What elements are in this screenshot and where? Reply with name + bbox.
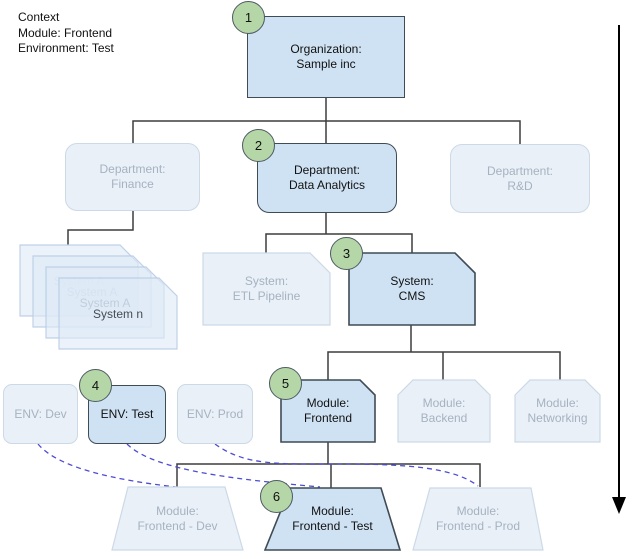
- node-module-networking-label: Module: Networking: [527, 396, 588, 425]
- tree-connector-frontend-instances: [176, 442, 481, 488]
- node-env-dev-label: ENV: Dev: [14, 406, 67, 421]
- node-module-networking[interactable]: Module: Networking: [514, 379, 601, 443]
- node-module-frontend-label: Module: Frontend: [303, 396, 353, 425]
- node-dept-rnd-label: Department: R&D: [486, 163, 554, 193]
- node-organization-label: Organization: Sample inc: [290, 42, 362, 71]
- step-badge-1: 1: [232, 1, 265, 34]
- context-module: Module: Frontend: [18, 25, 113, 40]
- context-annotation: Context Module: Frontend Environment: Te…: [18, 10, 114, 57]
- tree-connector-analytics-systems: [265, 213, 413, 253]
- node-system-etl[interactable]: System: ETL Pipeline: [202, 252, 331, 326]
- context-title: Context: [18, 10, 60, 24]
- context-environment: Environment: Test: [18, 41, 114, 55]
- node-system-cms-label: System: CMS: [390, 274, 434, 303]
- env-link-test: [126, 443, 321, 488]
- node-dept-finance-label: Department: Finance: [99, 162, 166, 191]
- node-env-prod[interactable]: ENV: Prod: [177, 384, 253, 444]
- step-badge-4: 4: [79, 369, 112, 402]
- step-badge-2: 2: [242, 129, 275, 162]
- env-link-dev: [37, 443, 177, 488]
- node-system-cms[interactable]: System: CMS: [348, 252, 476, 326]
- step-badge-3: 3: [330, 237, 363, 270]
- node-system-etl-label: System: ETL Pipeline: [232, 274, 301, 303]
- node-organization[interactable]: Organization: Sample inc: [247, 16, 405, 98]
- node-dept-data-analytics-label: Department: Data Analytics: [288, 163, 366, 192]
- node-module-frontend-prod-label: Module: Frontend - Prod: [435, 504, 521, 533]
- env-link-prod: [214, 443, 479, 487]
- node-module-frontend-test[interactable]: Module: Frontend - Test: [263, 487, 402, 551]
- node-env-prod-label: ENV: Prod: [186, 406, 244, 421]
- node-dept-data-analytics[interactable]: Department: Data Analytics: [257, 143, 397, 213]
- tree-connector-org-departments: [132, 98, 521, 144]
- node-env-test-label: ENV: Test: [100, 407, 154, 421]
- node-system-stack-label-4: System n: [92, 306, 143, 321]
- node-module-frontend-test-label: Module: Frontend - Test: [292, 504, 373, 533]
- node-module-backend-label: Module: Backend: [420, 396, 468, 425]
- down-arrow-icon: [612, 25, 626, 514]
- node-module-backend[interactable]: Module: Backend: [397, 379, 491, 443]
- node-module-frontend-prod[interactable]: Module: Frontend - Prod: [412, 487, 544, 551]
- node-module-frontend-dev-label: Module: Frontend - Dev: [137, 503, 218, 533]
- tree-connector-finance-systems: [67, 211, 134, 245]
- node-env-dev[interactable]: ENV: Dev: [3, 384, 78, 444]
- step-badge-5: 5: [269, 367, 302, 400]
- tree-connector-cms-modules: [327, 325, 561, 380]
- node-module-frontend[interactable]: Module: Frontend: [280, 379, 376, 443]
- node-system-stack-card-4[interactable]: System n: [58, 277, 178, 350]
- node-module-frontend-dev[interactable]: Module: Frontend - Dev: [111, 486, 244, 551]
- step-badge-6: 6: [260, 480, 293, 513]
- node-dept-finance[interactable]: Department: Finance: [65, 143, 200, 211]
- node-dept-rnd[interactable]: Department: R&D: [450, 144, 590, 213]
